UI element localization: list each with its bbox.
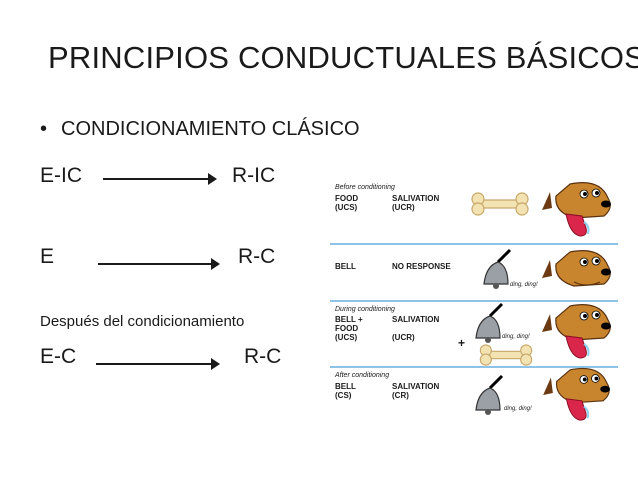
bullet-dot: • [40, 118, 48, 140]
row3-right-label: R-C [244, 345, 282, 368]
row1-arrow [103, 173, 217, 185]
plus-sign: + [458, 336, 466, 350]
stage2-sound-text: ding, ding! [510, 282, 538, 288]
row2-arrow [98, 258, 220, 270]
conditioning-diagram: Before conditioning FOOD(UCS) SALIVATION… [330, 178, 630, 423]
stage3-stimulus: BELL +FOOD(UCS) [335, 315, 363, 342]
stage4-response: SALIVATION(CR) [392, 382, 440, 400]
bell-icon [475, 302, 504, 343]
salivating-dog-icon [542, 304, 611, 359]
stage1-heading: Before conditioning [335, 184, 395, 191]
stage4-heading: After conditioning [335, 372, 390, 379]
bell-icon [475, 374, 504, 415]
salivating-dog-icon [543, 367, 610, 421]
salivating-dog-icon [542, 182, 611, 237]
row1-left-label: E-IC [40, 164, 82, 187]
bullet-item: • CONDICIONAMIENTO CLÁSICO [40, 118, 360, 141]
stage1-response: SALIVATION(UCR) [392, 194, 440, 212]
row2-left-label: E [40, 245, 55, 268]
stage3-sound-text: ding, ding! [502, 334, 530, 340]
slide-title: PRINCIPIOS CONDUCTUALES BÁSICOS [48, 40, 638, 75]
row2-right-label: R-C [238, 245, 276, 268]
row3-left-label: E-C [40, 345, 77, 368]
after-conditioning-label: Después del condicionamiento [40, 313, 245, 330]
stage2-stimulus: BELL [335, 262, 356, 271]
stage3-response: SALIVATION(UCR) [392, 315, 440, 342]
bullet-text: CONDICIONAMIENTO CLÁSICO [61, 118, 360, 140]
bone-icon [479, 344, 533, 366]
stage1-stimulus: FOOD(UCS) [335, 194, 359, 212]
stage3-heading: During conditioning [335, 306, 395, 313]
stage2-response: NO RESPONSE [392, 262, 451, 271]
dog-icon [542, 250, 611, 287]
row1-right-label: R-IC [232, 164, 276, 187]
separator-line [330, 243, 618, 245]
separator-line [330, 366, 618, 368]
bell-icon [483, 248, 512, 289]
separator-line [330, 300, 618, 302]
stage4-stimulus: BELL(CS) [335, 382, 356, 400]
stage4-sound-text: ding, ding! [504, 406, 532, 412]
bone-icon [471, 192, 529, 216]
row3-arrow [96, 358, 220, 370]
